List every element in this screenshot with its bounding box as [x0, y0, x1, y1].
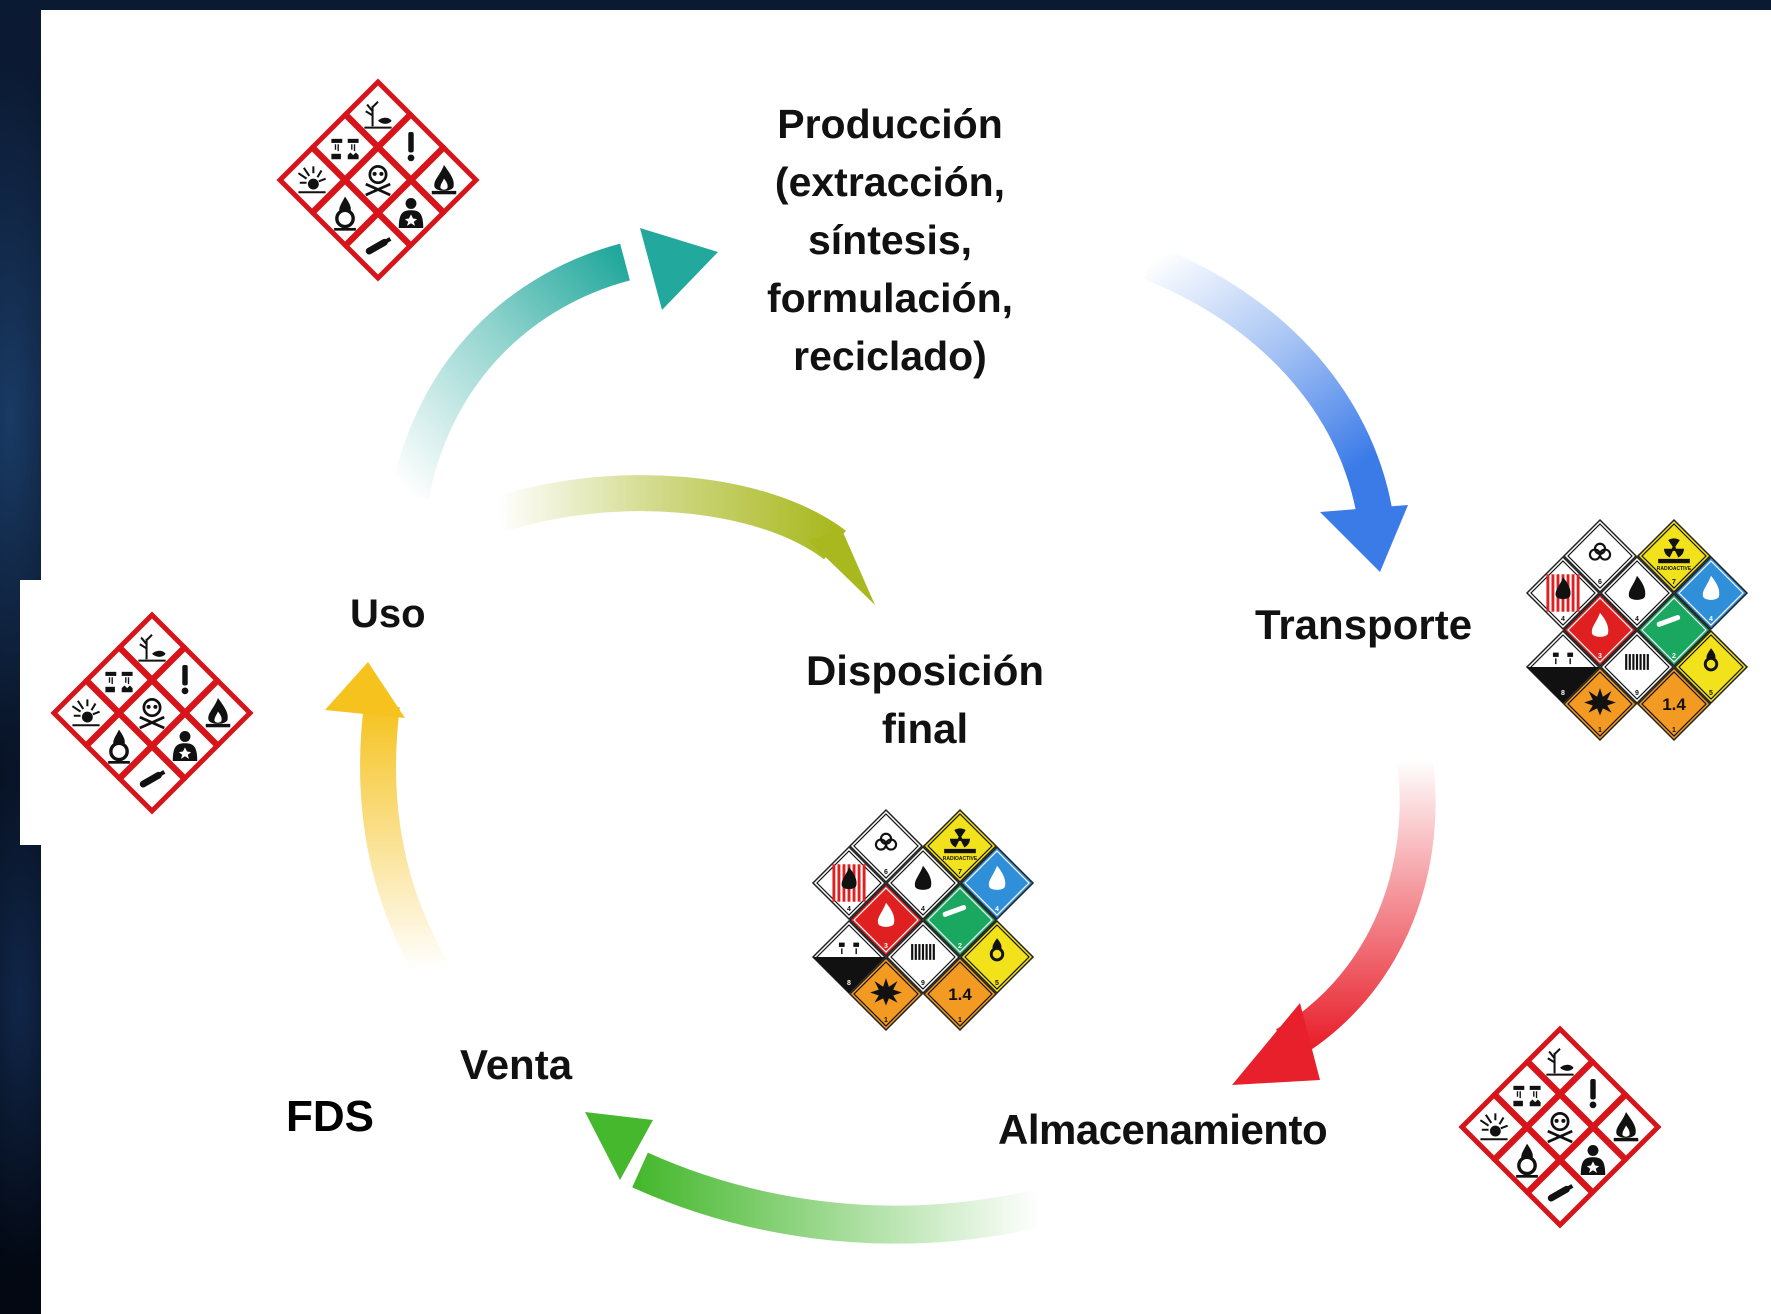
label-uso: Uso — [350, 592, 426, 636]
placard-flame-icon: 4 — [1673, 555, 1749, 631]
placard-text: 1.4 — [948, 985, 972, 1004]
arrow-uso — [325, 662, 448, 980]
placard-class-number: 1 — [884, 1017, 888, 1024]
placard-class-number: 2 — [1672, 653, 1676, 660]
ghs-pictograms-bottom-right — [1458, 1025, 1662, 1229]
label-transporte: Transporte — [1255, 601, 1473, 648]
label-disposicion-final: Disposición final — [805, 647, 1045, 752]
placard-stripes-flame-icon: 4 — [811, 845, 887, 921]
placard-cylinder-icon: 2 — [1636, 592, 1712, 668]
placard-stripes-flame-icon: 4 — [1525, 555, 1601, 631]
placard-corrosive-icon: 8 — [811, 919, 887, 995]
label-almacenamiento: Almacenamiento — [998, 1106, 1328, 1153]
placard-class-number: 2 — [958, 943, 962, 950]
placard-class-number: 4 — [995, 906, 999, 913]
placard-class-number: 3 — [884, 943, 888, 950]
placard-class-number: 4 — [921, 906, 925, 913]
placard-radiation-icon: RADIOACTIVE 7 — [1636, 518, 1712, 594]
ghs-pictograms-left — [50, 611, 254, 815]
placard-class-number: 1 — [1598, 727, 1602, 734]
placard-oxidizer-icon: 5 — [1673, 629, 1749, 705]
placard-class-number: 4 — [1709, 616, 1713, 623]
white-side-tab — [20, 580, 50, 845]
ghs-pictograms-top-left — [276, 78, 480, 282]
placard-class-number: 6 — [1598, 579, 1602, 586]
placard-flame-icon: 3 — [1562, 592, 1638, 668]
placard-biohazard-icon: 6 — [848, 808, 924, 884]
placard-class-number: 5 — [1709, 690, 1713, 697]
placard-class-number: 9 — [1635, 690, 1639, 697]
placard-flame-icon: 4 — [885, 845, 961, 921]
placard-1.4-icon: 1.41 — [922, 956, 998, 1032]
placard-radiation-icon: RADIOACTIVE 7 — [922, 808, 998, 884]
ghs-gas-cylinder-icon — [1524, 1157, 1596, 1229]
placard-text: RADIOACTIVE — [943, 856, 978, 862]
label-fds: FDS — [286, 1092, 374, 1141]
placard-class-number: 7 — [958, 869, 962, 876]
ghs-gas-cylinder-icon — [116, 743, 188, 815]
placard-explosion-icon: 1 — [848, 956, 924, 1032]
placard-class-number: 8 — [1561, 690, 1565, 697]
placard-class-number: 3 — [1598, 653, 1602, 660]
placard-class-number: 8 — [847, 980, 851, 987]
placard-cylinder-icon: 2 — [922, 882, 998, 958]
placard-class-number: 6 — [884, 869, 888, 876]
placard-flame-icon: 4 — [1599, 555, 1675, 631]
placard-class-number: 9 — [921, 980, 925, 987]
placard-stripes-icon: 9 — [885, 919, 961, 995]
ghs-gas-cylinder-icon — [342, 210, 414, 282]
placard-class-number: 4 — [1561, 616, 1565, 623]
label-venta: Venta — [460, 1041, 573, 1088]
placard-explosion-icon: 1 — [1562, 666, 1638, 742]
placard-flame-icon: 4 — [959, 845, 1035, 921]
placard-class-number: 5 — [995, 980, 999, 987]
placard-class-number: 4 — [1635, 616, 1639, 623]
placard-biohazard-icon: 6 — [1562, 518, 1638, 594]
label-produccion: Producción (extracción, síntesis, formul… — [766, 101, 1014, 379]
arrow-venta — [585, 1112, 1045, 1244]
placard-class-number: 1 — [1672, 727, 1676, 734]
arrow-disposicion — [492, 475, 875, 605]
placard-text: RADIOACTIVE — [1657, 566, 1692, 572]
arrow-almacenamiento — [1232, 757, 1436, 1085]
placard-oxidizer-icon: 5 — [959, 919, 1035, 995]
placard-class-number: 4 — [847, 906, 851, 913]
placard-text: 1.4 — [1662, 695, 1686, 714]
arrow-transporte — [1143, 245, 1408, 572]
placard-corrosive-icon: 8 — [1525, 629, 1601, 705]
placard-1.4-icon: 1.41 — [1636, 666, 1712, 742]
placard-class-number: 1 — [958, 1017, 962, 1024]
placard-flame-icon: 3 — [848, 882, 924, 958]
placard-class-number: 7 — [1672, 579, 1676, 586]
arrow-produccion — [391, 228, 718, 499]
placard-stripes-icon: 9 — [1599, 629, 1675, 705]
